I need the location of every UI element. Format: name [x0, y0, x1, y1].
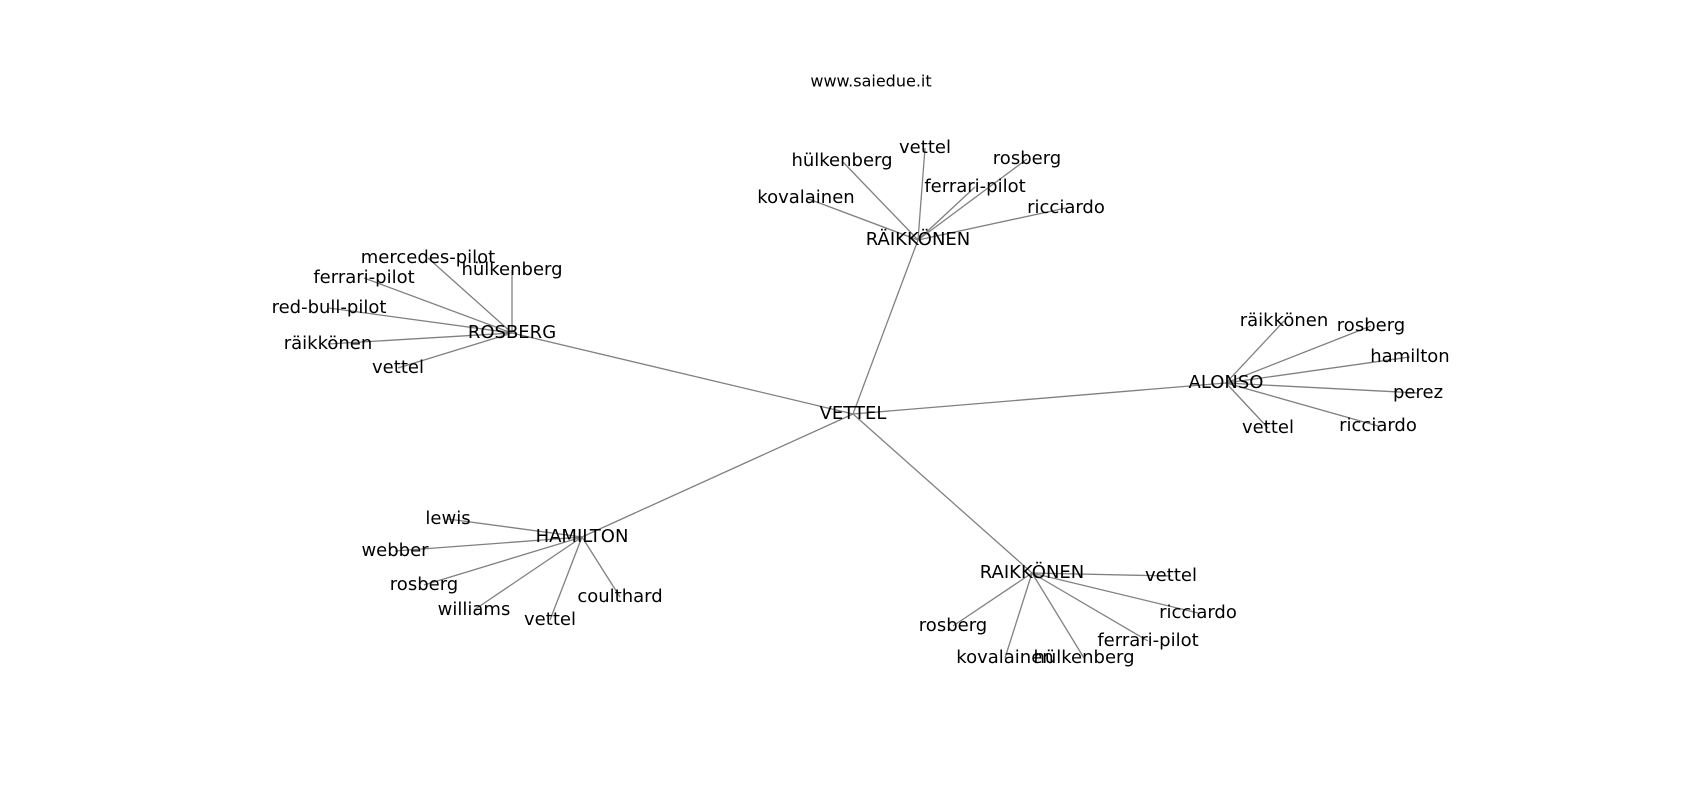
- edge-hub-leaf: [327, 332, 513, 345]
- edge-hub-leaf: [1225, 325, 1372, 384]
- edge-root-hub: [852, 413, 1033, 574]
- leaf-node-label: ricciardo: [1027, 197, 1105, 218]
- leaf-node-label: rosberg: [390, 574, 458, 595]
- leaf-node-label: williams: [438, 599, 511, 620]
- edge-hub-leaf: [1225, 356, 1411, 384]
- leaf-node-label: räikkönen: [1240, 310, 1329, 331]
- edge-hub-leaf: [1225, 382, 1379, 427]
- leaf-node-label: rosberg: [919, 615, 987, 636]
- edge-hub-leaf: [952, 572, 1033, 627]
- leaf-node-label: ricciardo: [1339, 415, 1417, 436]
- leaf-node-label: ferrari-pilot: [313, 267, 414, 288]
- edge-hub-leaf: [1031, 572, 1172, 577]
- leaf-node-label: lewis: [425, 508, 470, 529]
- edge-hub-leaf: [917, 186, 976, 241]
- edge-root-hub: [511, 332, 854, 415]
- edge-hub-leaf: [1031, 572, 1085, 659]
- hub-node-label: RAIKKÖNEN: [980, 561, 1085, 583]
- edge-hub-leaf: [1225, 382, 1269, 429]
- edge-hub-leaf: [841, 160, 919, 241]
- edge-root-hub: [852, 239, 919, 415]
- edge-hub-leaf: [581, 536, 621, 598]
- edge-hub-leaf: [363, 277, 513, 334]
- leaf-node-label: hülkenberg: [461, 259, 562, 280]
- edge-hub-leaf: [1031, 572, 1199, 614]
- root-node-label: VETTEL: [820, 403, 887, 424]
- leaf-node-label: mercedes-pilot: [361, 247, 495, 268]
- leaf-node-label: vettel: [899, 137, 951, 158]
- leaf-node-label: coulthard: [577, 586, 662, 607]
- leaf-node-label: ricciardo: [1159, 602, 1237, 623]
- edge-hub-leaf: [328, 307, 513, 334]
- edge-hub-leaf: [394, 536, 583, 552]
- leaf-node-label: red-bull-pilot: [272, 297, 387, 318]
- edge-hub-leaf: [397, 332, 513, 369]
- hub-node-label: RÄIKKÖNEN: [866, 228, 971, 250]
- edge-hub-leaf: [1004, 572, 1033, 659]
- hub-node-label: ROSBERG: [468, 322, 556, 343]
- leaf-node-label: vettel: [1145, 565, 1197, 586]
- edge-hub-leaf: [423, 536, 583, 586]
- leaf-node-label: kovalainen: [757, 187, 854, 208]
- edge-hub-leaf: [427, 257, 513, 334]
- edge-hub-leaf: [549, 536, 583, 621]
- leaf-node-label: ferrari-pilot: [1097, 630, 1198, 651]
- leaf-node-label: hülkenberg: [791, 150, 892, 171]
- edges-layer: [327, 147, 1419, 659]
- leaf-node-label: rosberg: [993, 148, 1061, 169]
- leaf-node-label: vettel: [372, 357, 424, 378]
- edge-hub-leaf: [917, 207, 1067, 241]
- edge-hub-leaf: [1225, 320, 1285, 384]
- edge-hub-leaf: [917, 147, 926, 241]
- leaf-node-label: vettel: [524, 609, 576, 630]
- page-title: www.saiedue.it: [810, 72, 931, 91]
- edge-root-hub: [852, 382, 1227, 415]
- hub-node-label: HAMILTON: [536, 526, 629, 547]
- labels-layer: VETTEL RÄIKKÖNEN hülkenberg vettel rosberg fe…: [272, 137, 1450, 668]
- leaf-node-label: ferrari-pilot: [924, 176, 1025, 197]
- edge-hub-leaf: [917, 158, 1028, 241]
- edge-hub-leaf: [1031, 572, 1149, 642]
- edge-hub-leaf: [1225, 382, 1419, 394]
- leaf-node-label: hamilton: [1370, 346, 1449, 367]
- leaf-node-label: rosberg: [1337, 315, 1405, 336]
- leaf-node-label: perez: [1393, 382, 1443, 403]
- leaf-node-label: hülkenberg: [1033, 647, 1134, 668]
- edge-hub-leaf: [473, 536, 583, 611]
- hub-node-label: ALONSO: [1189, 372, 1264, 393]
- leaf-node-label: vettel: [1242, 417, 1294, 438]
- edge-root-hub: [581, 413, 854, 538]
- leaf-node-label: kovalainen: [956, 647, 1053, 668]
- leaf-node-label: räikkönen: [284, 333, 373, 354]
- leaf-node-label: webber: [361, 540, 429, 561]
- edge-hub-leaf: [447, 518, 583, 538]
- edge-hub-leaf: [805, 197, 919, 241]
